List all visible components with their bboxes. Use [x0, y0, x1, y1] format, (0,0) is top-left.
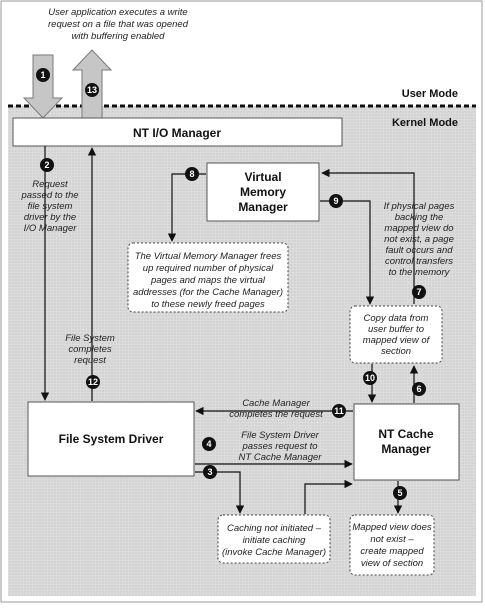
kernel-mode-label: Kernel Mode: [392, 117, 458, 129]
svg-text:11: 11: [334, 406, 344, 416]
step-3-marker: 3: [203, 465, 217, 479]
request-passed-note: Request passed to the file system driver…: [20, 179, 78, 234]
svg-text:to the memory: to the memory: [389, 267, 451, 278]
svg-text:completes the request: completes the request: [229, 409, 323, 420]
svg-text:File System: File System: [65, 333, 115, 344]
arrow-caching-to-cm: [304, 479, 353, 514]
fs-completes-note: File System completes request: [65, 333, 115, 366]
top-note-line-2: request on a file that was opened: [48, 19, 189, 30]
vmm-frees-note-box: [127, 242, 289, 313]
caching-note-box: [217, 514, 331, 564]
vmm-frees-note: The Virtual Memory Manager frees up requ…: [133, 251, 283, 310]
svg-text:create mapped: create mapped: [360, 546, 424, 557]
step-1-marker: 1: [36, 68, 50, 82]
svg-text:not exist, a page: not exist, a page: [384, 234, 454, 245]
svg-text:passes request to: passes request to: [242, 441, 318, 452]
io-manager-box: [12, 117, 343, 147]
svg-text:5: 5: [397, 488, 402, 498]
mapped-view-note-box: [349, 514, 435, 576]
step-4-marker: 4: [202, 437, 216, 451]
svg-text:backing the: backing the: [395, 212, 444, 223]
svg-text:user buffer to: user buffer to: [368, 324, 424, 335]
copy-data-note: Copy data from user buffer to mapped vie…: [363, 313, 431, 357]
vmm-label-3: Manager: [238, 200, 288, 214]
fsd-passes-note: File System Driver passes request to NT …: [239, 430, 323, 463]
cache-manager-box: [353, 403, 460, 481]
svg-text:2: 2: [44, 160, 49, 170]
svg-text:up required number of physical: up required number of physical: [143, 263, 274, 274]
svg-text:completes: completes: [68, 344, 112, 355]
svg-text:File System Driver: File System Driver: [241, 430, 319, 441]
step-7-marker: 7: [412, 285, 426, 299]
top-note-line-1: User application executes a write: [48, 7, 187, 18]
svg-text:not exist –: not exist –: [370, 534, 414, 545]
svg-text:Caching not initiated –: Caching not initiated –: [227, 523, 322, 534]
svg-text:initiate caching: initiate caching: [243, 535, 307, 546]
svg-text:6: 6: [416, 384, 421, 394]
svg-text:control transfers: control transfers: [385, 256, 453, 267]
svg-text:request: request: [74, 355, 106, 366]
svg-text:If physical pages: If physical pages: [384, 201, 455, 212]
svg-text:section: section: [381, 346, 411, 357]
svg-text:9: 9: [333, 196, 338, 206]
vmm-label-2: Memory: [240, 185, 286, 199]
arrow-page-fault: [321, 168, 415, 304]
svg-text:10: 10: [365, 373, 375, 383]
svg-text:pages and maps the virtual: pages and maps the virtual: [150, 275, 266, 286]
svg-text:NT Cache Manager: NT Cache Manager: [239, 452, 323, 463]
svg-text:8: 8: [189, 169, 194, 179]
svg-text:(invoke Cache Manager): (invoke Cache Manager): [222, 547, 326, 558]
svg-text:1: 1: [40, 70, 45, 80]
caching-note: Caching not initiated – initiate caching…: [222, 523, 326, 558]
user-request-arrow: [22, 54, 64, 119]
vmm-box: [206, 162, 320, 222]
svg-text:addresses (for the Cache Manag: addresses (for the Cache Manager): [133, 287, 283, 298]
svg-text:Mapped view does: Mapped view does: [352, 522, 431, 533]
svg-text:13: 13: [87, 85, 97, 95]
cache-manager-label-2: Manager: [381, 442, 431, 456]
svg-text:driver by the: driver by the: [24, 212, 76, 223]
svg-text:file system: file system: [28, 201, 73, 212]
top-note-line-3: with buffering enabled: [72, 31, 166, 42]
step-10-marker: 10: [363, 371, 377, 385]
fsd-label: File System Driver: [59, 432, 164, 446]
io-manager-label: NT I/O Manager: [133, 126, 221, 140]
svg-text:3: 3: [207, 467, 212, 477]
step-8-marker: 8: [185, 167, 199, 181]
svg-text:fault occurs and: fault occurs and: [385, 245, 453, 256]
svg-text:to these newly freed pages: to these newly freed pages: [151, 299, 265, 310]
step-5-marker: 5: [393, 486, 407, 500]
svg-text:mapped view do: mapped view do: [384, 223, 453, 234]
step-9-marker: 9: [329, 194, 343, 208]
step-12-marker: 12: [86, 375, 100, 389]
step-13-marker: 13: [85, 83, 99, 97]
step-2-marker: 2: [40, 158, 54, 172]
svg-text:Request: Request: [32, 179, 68, 190]
svg-text:I/O Manager: I/O Manager: [24, 223, 78, 234]
cm-completes-note: Cache Manager completes the request: [229, 398, 323, 420]
svg-text:7: 7: [416, 287, 421, 297]
svg-text:12: 12: [88, 377, 98, 387]
svg-text:Copy data from: Copy data from: [364, 313, 429, 324]
svg-text:The Virtual Memory Manager fre: The Virtual Memory Manager frees: [135, 251, 282, 262]
user-mode-label: User Mode: [402, 88, 458, 100]
page-fault-note: If physical pages backing the mapped vie…: [384, 201, 455, 278]
svg-text:view of section: view of section: [361, 558, 423, 569]
copy-data-note-box: [349, 305, 443, 364]
fsd-box: [27, 401, 195, 477]
svg-text:mapped view of: mapped view of: [363, 335, 431, 346]
cache-manager-label-1: NT Cache: [378, 427, 434, 441]
step-6-marker: 6: [412, 382, 426, 396]
svg-text:passed to the: passed to the: [20, 190, 78, 201]
svg-text:Cache Manager: Cache Manager: [242, 398, 310, 409]
mapped-view-note: Mapped view does not exist – create mapp…: [352, 522, 431, 569]
svg-text:4: 4: [206, 439, 211, 449]
vmm-label-1: Virtual: [244, 170, 281, 184]
step-11-marker: 11: [332, 404, 346, 418]
